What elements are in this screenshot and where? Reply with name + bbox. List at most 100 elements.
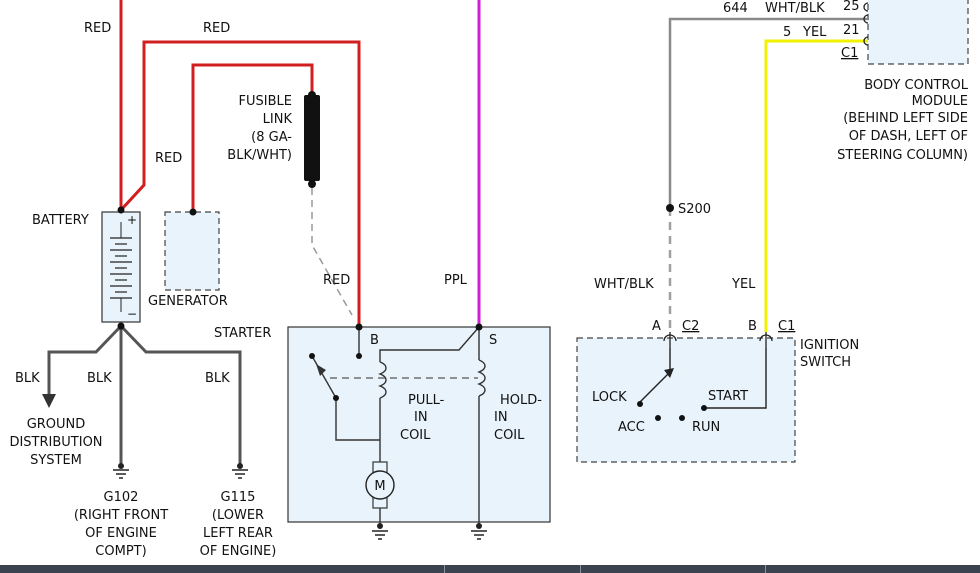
bcm-label-4: OF DASH, LEFT OF xyxy=(849,129,968,144)
starter-motor-ground-icon xyxy=(372,523,388,540)
ignition-lock-contact xyxy=(637,401,643,407)
fusible-link-label-1: FUSIBLE xyxy=(239,94,292,109)
blk-wires xyxy=(47,322,242,464)
ignition-switch-box xyxy=(576,337,796,463)
generator-terminal xyxy=(189,208,197,216)
label-red-top-mid: RED xyxy=(203,21,230,36)
label-pin-21: 21 xyxy=(843,23,860,38)
yel-wire xyxy=(764,39,868,332)
ignition-acc-contact xyxy=(655,415,661,421)
bottom-bar-divider-1 xyxy=(444,565,445,573)
hold-in-coil-label-2: IN xyxy=(494,410,508,425)
label-pin-b: B xyxy=(748,319,757,334)
label-pin-a: A xyxy=(652,319,661,334)
starter-switch-contact-right xyxy=(356,353,362,359)
label-yel-mid: YEL xyxy=(731,277,756,292)
pull-in-coil-label-3: COIL xyxy=(400,428,431,443)
pull-in-coil-label-2: IN xyxy=(414,410,428,425)
label-starter-s: S xyxy=(489,333,497,348)
fusible-link-top-dot xyxy=(308,91,316,99)
generator-box xyxy=(164,211,220,291)
ignition-switch-label-2: SWITCH xyxy=(800,355,851,370)
battery-negative-terminal xyxy=(117,322,125,330)
label-red-top-left: RED xyxy=(84,21,111,36)
label-c1-top: C1 xyxy=(841,46,858,61)
starter-internal-wiring xyxy=(311,326,486,524)
s200-splice xyxy=(666,204,674,212)
label-acc: ACC xyxy=(618,420,645,435)
red-wires xyxy=(119,0,361,327)
g102-label-3: OF ENGINE xyxy=(85,526,157,541)
bottom-bar-divider-3 xyxy=(765,565,766,573)
ignition-switch-internal xyxy=(639,348,767,409)
label-circuit-644: 644 xyxy=(723,1,748,16)
label-red-generator: RED xyxy=(155,151,182,166)
ground-distribution-label-2: DISTRIBUTION xyxy=(9,435,102,450)
label-battery: BATTERY xyxy=(32,213,89,228)
g102-label-4: COMPT) xyxy=(95,544,146,559)
wht-blk-wire-solid xyxy=(668,17,868,208)
bcm-label-3: (BEHIND LEFT SIDE xyxy=(843,111,968,126)
label-s200: S200 xyxy=(678,202,711,217)
bcm-pin-connectors xyxy=(863,2,869,46)
fusible-link-label-3: (8 GA- xyxy=(251,130,292,145)
label-lock: LOCK xyxy=(592,390,627,405)
g102-label-2: (RIGHT FRONT xyxy=(74,508,168,523)
g115-label-4: OF ENGINE) xyxy=(200,544,277,559)
battery-positive-terminal xyxy=(117,206,125,214)
label-c1-bottom: C1 xyxy=(778,319,795,334)
battery-symbol xyxy=(101,211,141,323)
label-blk-mid: BLK xyxy=(87,371,112,386)
g102-label-1: G102 xyxy=(104,490,139,505)
hold-in-coil-label-3: COIL xyxy=(494,428,525,443)
bcm-label-2: MODULE xyxy=(912,94,968,109)
label-blk-right: BLK xyxy=(205,371,230,386)
label-generator: GENERATOR xyxy=(148,294,228,309)
window-bottom-bar xyxy=(0,565,980,573)
label-yel-top: YEL xyxy=(802,25,827,40)
ignition-run-contact xyxy=(679,415,685,421)
battery-minus-sign: − xyxy=(127,307,137,321)
starter-switch-arrow xyxy=(316,364,326,376)
label-starter: STARTER xyxy=(214,326,271,341)
battery-plus-sign: + xyxy=(127,213,137,227)
label-wht-blk-mid: WHT/BLK xyxy=(594,277,654,292)
starter-box xyxy=(287,326,551,523)
fusible-link xyxy=(304,95,320,181)
ignition-switch-arrow xyxy=(664,368,674,378)
starter-switch-contact-left xyxy=(309,353,315,359)
ground-distribution-arrow xyxy=(42,394,56,408)
ignition-switch-label-1: IGNITION xyxy=(800,338,859,353)
fusible-link-label-4: BLK/WHT) xyxy=(227,148,292,163)
fusible-link-dashed-wire xyxy=(311,188,353,316)
hold-in-coil-ground-icon xyxy=(471,523,487,540)
starter-b-terminal xyxy=(355,323,363,331)
label-circuit-5: 5 xyxy=(783,25,791,40)
g115-label-3: LEFT REAR xyxy=(203,526,273,541)
ignition-connector-a xyxy=(663,332,677,348)
starter-switch-pivot xyxy=(333,395,339,401)
label-pin-25: 25 xyxy=(843,0,860,14)
starter-s-terminal xyxy=(475,323,483,331)
label-starter-b: B xyxy=(370,333,379,348)
fusible-link-bottom-dot xyxy=(308,180,316,188)
label-c2: C2 xyxy=(682,319,699,334)
g102-ground-icon xyxy=(113,463,129,479)
ignition-connector-b xyxy=(759,332,773,348)
fusible-link-label-2: LINK xyxy=(263,112,293,127)
bcm-label-5: STEERING COLUMN) xyxy=(837,148,968,163)
label-ppl: PPL xyxy=(444,273,468,288)
hold-in-coil-label-1: HOLD- xyxy=(500,393,542,408)
bottom-bar-divider-2 xyxy=(580,565,581,573)
label-wht-blk-top: WHT/BLK xyxy=(765,1,825,16)
motor-icon xyxy=(365,470,395,500)
label-run: RUN xyxy=(692,420,720,435)
label-start: START xyxy=(708,389,748,404)
label-red-starter: RED xyxy=(323,273,350,288)
bcm-label-1: BODY CONTROL xyxy=(864,78,969,93)
ignition-start-contact xyxy=(701,405,707,411)
bcm-box xyxy=(867,0,969,65)
g115-ground-icon xyxy=(232,463,248,479)
label-blk-left: BLK xyxy=(15,371,40,386)
